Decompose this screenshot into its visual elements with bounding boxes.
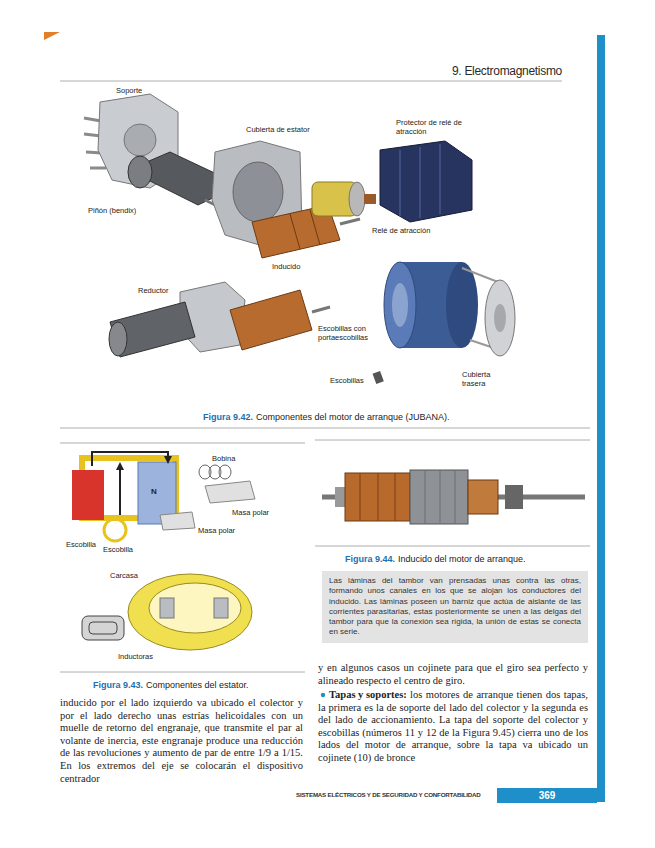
pinion-gear [128,156,152,188]
relay-cover-ridge [439,144,441,214]
bullet [321,693,325,697]
part-label: Cubierta trasera [462,370,508,388]
figure-rule [315,440,590,441]
winding-stripe [395,473,396,521]
lamination-line [440,470,441,524]
running-header: 9. Electromagnetismo [400,64,562,78]
reducer-shaft [110,302,195,357]
part-label: Reductor [138,286,168,295]
figure-rule [60,443,305,444]
figure-caption: Inducido del motor de arranque. [398,554,526,565]
pole-shoe [205,481,255,503]
coil-turn [219,465,231,479]
header-rule [60,81,562,82]
lamination-line [425,470,426,524]
side-bar [597,35,605,802]
figure-caption: Componentes del motor de arranque (JUBAN… [256,412,450,423]
bolt [84,118,101,121]
body-text: y en algunos casos un cojinete para que … [318,662,588,687]
bullet-heading: Tapas y soportes: [329,689,407,702]
part-label: Escobilla [66,540,96,549]
part-label: Masa polar [232,508,269,517]
figure-rule [60,428,590,429]
part-label: Soporte [116,86,142,95]
flux-arrow [92,452,168,466]
winding-stripe [378,473,379,521]
pole-piece [160,598,174,618]
lamination-line [455,470,456,524]
yoke [128,574,252,650]
solenoid-face [349,182,365,216]
flux-arrow [119,470,121,515]
part-label: Inductoras [118,652,153,661]
corner-mark [44,32,60,40]
note-box: Las láminas del tambor van prensadas una… [322,571,588,643]
rear-cover-hub [494,304,506,332]
winding-stripe [360,473,361,521]
figure-rule [315,546,590,547]
commutator-ring [104,519,126,541]
part-label: Escobillas [330,376,364,385]
part-label: Piñón (bendix) [88,206,136,215]
yoke-inside [149,583,241,633]
commutator [468,480,498,514]
solenoid-plunger [364,194,376,204]
part-label: Escobilla [103,545,133,554]
figure-caption: Componentes del estator. [146,680,249,691]
part-label: Relé de atracción [372,226,430,235]
body-text: inducido por el lado izquierdo va ubicad… [60,697,303,785]
support-hole [124,124,156,156]
armature-stripe [290,214,300,249]
relay-cover-ridge [419,147,421,218]
figure-number: Figura 9.42. [203,412,253,423]
page-number-band: 369 [497,788,597,803]
footer-text: SISTEMAS ELÉCTRICOS Y DE SEGURIDAD Y CON… [296,791,481,798]
part-label: Bobina [212,454,235,463]
shaft [312,307,330,312]
body-text: los motores de arranque tienen dos tapas… [318,689,588,765]
arrow-head [164,456,172,464]
relay-cover [380,141,472,222]
reducer-gear [109,322,127,356]
figure-rule [60,672,305,673]
part-label: Escobillas con portaescobillas [318,324,382,342]
note-text: Las láminas del tambor van prensadas una… [329,576,581,638]
bolt [90,167,106,170]
field-coil [82,616,124,640]
brush [373,371,384,384]
pole-block [72,470,104,520]
arrow-head [116,462,124,470]
motor-housing-end [446,262,478,348]
tie-rod [462,268,498,282]
reducer-armature [230,290,312,350]
stator-cover-opening [233,162,283,222]
relay-cover-ridge [399,150,401,216]
lamination-stack [410,470,468,524]
page-number: 369 [497,788,597,803]
bearing [335,487,345,507]
shaft [340,219,360,224]
brush-holder [392,283,408,327]
motor-housing-face [384,262,416,348]
pole-piece [214,598,228,618]
part-label: Protector de relé de atracción [396,118,478,136]
figure-number: Figura 9.43. [93,680,143,691]
part-label: Inducido [272,262,300,271]
figure-number: Figura 9.44. [345,554,395,565]
winding-copper [345,473,410,521]
pole-letter: N [151,487,157,497]
part-label: Masa polar [198,526,235,535]
part-label: Cubierta de estator [246,125,310,134]
rear-cover [485,280,515,356]
pole-shoe [160,512,195,530]
field-coil-turn [89,622,117,634]
part-label: Carcasa [110,571,138,580]
gear [505,485,523,509]
